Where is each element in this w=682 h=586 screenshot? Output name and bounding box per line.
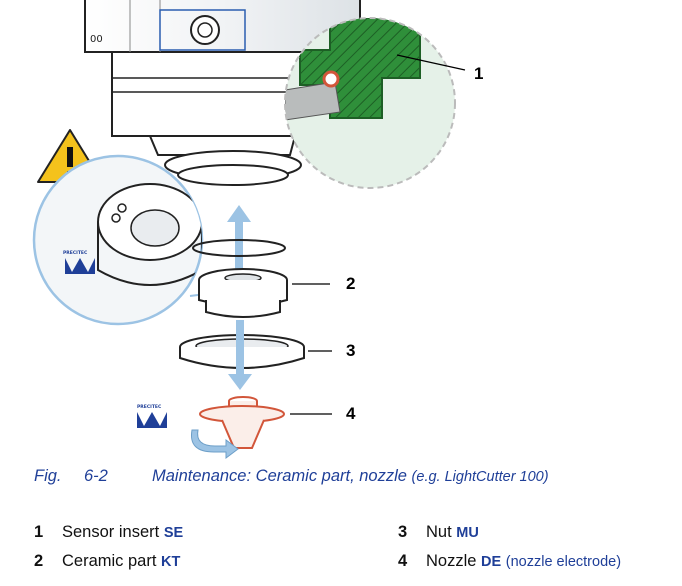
inset-logo-text: PRECITEC: [63, 250, 88, 256]
legend-num: 4: [398, 552, 408, 570]
legend-item: 4 Nozzle DE (nozzle electrode): [398, 552, 621, 571]
legend-name: Nozzle: [426, 552, 477, 570]
rotation-arrow-icon: [190, 429, 239, 459]
legend-item: 3 Nut MU: [398, 523, 479, 542]
logo-text: PRECITEC: [137, 404, 162, 410]
legend-name: Ceramic part: [62, 552, 157, 570]
legend-abbr: DE: [481, 554, 502, 570]
nut: [179, 334, 332, 369]
legend-name: Nut: [426, 523, 452, 541]
svg-text:00: 00: [90, 34, 103, 45]
legend-abbr: MU: [456, 525, 479, 541]
legend-item: 2 Ceramic part KT: [34, 552, 180, 571]
legend-extra: (nozzle electrode): [505, 554, 622, 570]
caption-label: Fig.: [34, 467, 62, 485]
maintenance-illustration: 00 PRECITEC: [32, 0, 466, 459]
legend-num: 3: [398, 523, 408, 541]
inset-circle: PRECITEC: [32, 154, 237, 326]
callout-2: 2: [346, 274, 356, 293]
callout-4: 4: [346, 404, 356, 423]
legend-abbr: KT: [161, 554, 181, 570]
removal-arrow-down: [228, 320, 252, 390]
precitec-logo: PRECITEC: [137, 404, 167, 428]
legend-abbr: SE: [163, 525, 184, 541]
figure-caption: Fig. 6-2 Maintenance: Ceramic part, nozz…: [34, 467, 549, 486]
callout-3: 3: [346, 341, 356, 360]
caption-text: Maintenance: Ceramic part, nozzle: [152, 467, 407, 485]
caption-text-group: Maintenance: Ceramic part, nozzle (e.g. …: [152, 467, 549, 486]
ceramic-part: [198, 268, 330, 318]
legend-num: 2: [34, 552, 44, 570]
caption-number: 6-2: [84, 467, 108, 485]
legend-name: Sensor insert: [62, 523, 160, 541]
callout-1: 1: [474, 64, 484, 83]
caption-example: (e.g. LightCutter 100): [411, 469, 549, 485]
o-ring: [192, 239, 286, 257]
detail-zoom-circle: [284, 17, 466, 189]
nozzle: [199, 396, 332, 449]
legend-num: 1: [34, 523, 44, 541]
legend-item: 1 Sensor insert SE: [34, 523, 183, 542]
